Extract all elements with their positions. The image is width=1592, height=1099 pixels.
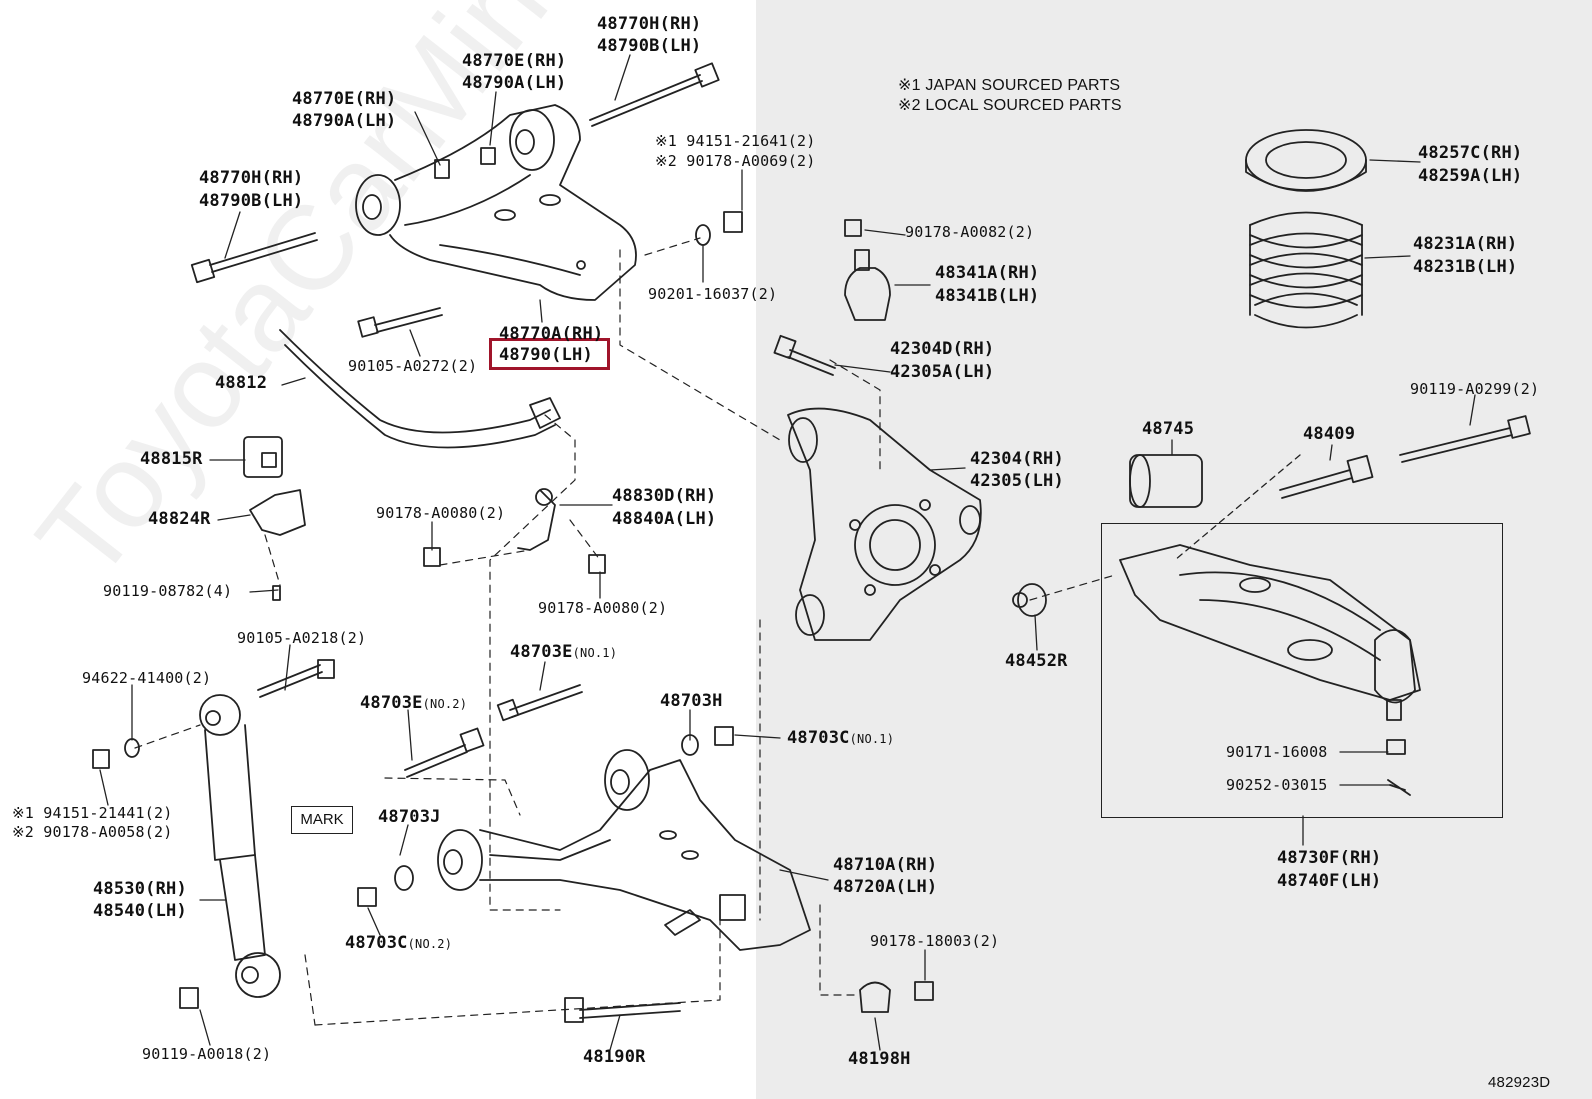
part-label-48824r[interactable]: 48824R bbox=[148, 509, 211, 529]
part-label-48770e-rh-2[interactable]: 48770E(RH) bbox=[292, 89, 397, 109]
background-shaded-region bbox=[756, 0, 1592, 1099]
part-label-90178-18003[interactable]: 90178-18003(2) bbox=[870, 932, 1000, 950]
part-number: 48703E bbox=[510, 642, 573, 662]
part-label-90105-a0272[interactable]: 90105-A0272(2) bbox=[348, 357, 478, 375]
note-local-sourced: ※2 LOCAL SOURCED PARTS bbox=[898, 97, 1122, 114]
part-label-48452r[interactable]: 48452R bbox=[1005, 651, 1068, 671]
part-label-48740f-lh[interactable]: 48740F(LH) bbox=[1277, 871, 1382, 891]
dashed-assembly-lines bbox=[134, 237, 1116, 1026]
part-label-90105-a0218[interactable]: 90105-A0218(2) bbox=[237, 629, 367, 647]
ball-joint bbox=[844, 219, 891, 321]
part-label-42305a-lh[interactable]: 42305A(LH) bbox=[890, 362, 995, 382]
part-label-94622-41400[interactable]: 94622-41400(2) bbox=[82, 669, 212, 687]
part-label-42305-lh[interactable]: 42305(LH) bbox=[970, 471, 1064, 491]
part-label-90252-03015[interactable]: 90252-03015 bbox=[1226, 776, 1328, 794]
part-label-48409[interactable]: 48409 bbox=[1303, 424, 1356, 444]
part-label-48703c-no1[interactable]: 48703C(NO.1) bbox=[787, 727, 894, 750]
part-label-48710a-rh[interactable]: 48710A(RH) bbox=[833, 855, 938, 875]
lower-arm-assembly-box bbox=[1101, 523, 1503, 818]
part-label-48770a-rh[interactable]: 48770A(RH) bbox=[499, 324, 604, 344]
part-label-48341a-rh[interactable]: 48341A(RH) bbox=[935, 263, 1040, 283]
part-label-48815r[interactable]: 48815R bbox=[140, 449, 203, 469]
part-label-48790b-lh-2[interactable]: 48790B(LH) bbox=[199, 191, 304, 211]
part-label-90178-a0080[interactable]: 90178-A0080(2) bbox=[376, 504, 506, 522]
part-label-48231a-rh[interactable]: 48231A(RH) bbox=[1413, 234, 1518, 254]
part-label-48720a-lh[interactable]: 48720A(LH) bbox=[833, 877, 938, 897]
part-label-90119-a0299[interactable]: 90119-A0299(2) bbox=[1410, 380, 1540, 398]
part-label-48745[interactable]: 48745 bbox=[1142, 419, 1195, 439]
upper-arm-bolts bbox=[190, 62, 743, 338]
part-label-48840a-lh[interactable]: 48840A(LH) bbox=[612, 509, 717, 529]
part-label-48812[interactable]: 48812 bbox=[215, 373, 268, 393]
part-label-90171-16008[interactable]: 90171-16008 bbox=[1226, 743, 1328, 761]
part-label-48770h-rh-2[interactable]: 48770H(RH) bbox=[199, 168, 304, 188]
part-label-42304d-rh[interactable]: 42304D(RH) bbox=[890, 339, 995, 359]
mark-callout: MARK bbox=[291, 806, 353, 834]
part-tag: (NO.1) bbox=[572, 646, 618, 660]
lower-arm-assembly bbox=[1012, 415, 1531, 796]
part-label-48790-lh-highlighted[interactable]: 48790(LH) bbox=[499, 345, 593, 365]
part-label-42304-rh[interactable]: 42304(RH) bbox=[970, 449, 1064, 469]
part-label-48231b-lh[interactable]: 48231B(LH) bbox=[1413, 257, 1518, 277]
part-label-48703j[interactable]: 48703J bbox=[378, 807, 441, 827]
part-label-94151-21641[interactable]: ※1 94151-21641(2) bbox=[655, 132, 816, 150]
misc-bolts bbox=[357, 684, 934, 1023]
part-number: 48703E bbox=[360, 693, 423, 713]
part-label-48259a-lh[interactable]: 48259A(LH) bbox=[1418, 166, 1523, 186]
stabilizer-bar bbox=[243, 329, 606, 601]
part-label-94151-21441[interactable]: ※1 94151-21441(2) bbox=[12, 804, 173, 822]
part-tag: (NO.2) bbox=[407, 937, 453, 951]
part-label-48730f-rh[interactable]: 48730F(RH) bbox=[1277, 848, 1382, 868]
part-tag: (NO.2) bbox=[422, 697, 468, 711]
diagram-code: 482923D bbox=[1488, 1074, 1551, 1091]
part-label-48703h[interactable]: 48703H bbox=[660, 691, 723, 711]
part-label-48530-rh[interactable]: 48530(RH) bbox=[93, 879, 187, 899]
part-label-48703c-no2[interactable]: 48703C(NO.2) bbox=[345, 932, 452, 955]
part-label-48540-lh[interactable]: 48540(LH) bbox=[93, 901, 187, 921]
part-label-48770h-rh[interactable]: 48770H(RH) bbox=[597, 14, 702, 34]
part-label-48790a-lh-2[interactable]: 48790A(LH) bbox=[292, 111, 397, 131]
lower-control-arm bbox=[437, 749, 811, 951]
part-label-48770e-rh[interactable]: 48770E(RH) bbox=[462, 51, 567, 71]
part-label-90178-a0069[interactable]: ※2 90178-A0069(2) bbox=[655, 152, 816, 170]
highlight-box bbox=[489, 338, 610, 370]
part-label-48190r[interactable]: 48190R bbox=[583, 1047, 646, 1067]
part-label-48341b-lh[interactable]: 48341B(LH) bbox=[935, 286, 1040, 306]
steering-knuckle bbox=[773, 334, 982, 641]
part-label-48703e-no2[interactable]: 48703E(NO.2) bbox=[360, 692, 467, 715]
part-label-48703e-no1[interactable]: 48703E(NO.1) bbox=[510, 641, 617, 664]
coil-spring bbox=[1245, 129, 1367, 329]
part-label-90178-a0082[interactable]: 90178-A0082(2) bbox=[905, 223, 1035, 241]
part-tag: (NO.1) bbox=[849, 732, 895, 746]
note-japan-sourced: ※1 JAPAN SOURCED PARTS bbox=[898, 77, 1121, 94]
part-label-90119-a0018[interactable]: 90119-A0018(2) bbox=[142, 1045, 272, 1063]
part-label-48790a-lh[interactable]: 48790A(LH) bbox=[462, 73, 567, 93]
part-label-90119-08782[interactable]: 90119-08782(4) bbox=[103, 582, 233, 600]
part-number: 48703C bbox=[345, 933, 408, 953]
part-label-90178-a0080-2[interactable]: 90178-A0080(2) bbox=[538, 599, 668, 617]
part-label-48257c-rh[interactable]: 48257C(RH) bbox=[1418, 143, 1523, 163]
shock-absorber bbox=[92, 659, 335, 1009]
part-label-48198h[interactable]: 48198H bbox=[848, 1049, 911, 1069]
part-label-90201-16037[interactable]: 90201-16037(2) bbox=[648, 285, 778, 303]
part-label-48790b-lh[interactable]: 48790B(LH) bbox=[597, 36, 702, 56]
part-label-48830d-rh[interactable]: 48830D(RH) bbox=[612, 486, 717, 506]
upper-control-arm bbox=[355, 104, 637, 301]
part-label-90178-a0058[interactable]: ※2 90178-A0058(2) bbox=[12, 823, 173, 841]
part-number: 48703C bbox=[787, 728, 850, 748]
